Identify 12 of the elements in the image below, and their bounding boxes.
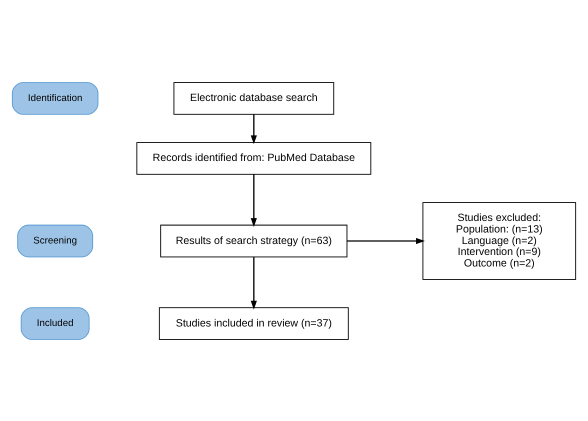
arrow — [250, 256, 257, 310]
node-box: Identification — [12, 82, 98, 114]
node-box: Electronic database search — [173, 82, 334, 114]
node-box: Results of search strategy (n=63) — [160, 224, 348, 257]
arrow — [347, 237, 425, 244]
arrow — [250, 174, 257, 227]
node-box: Records identified from: PubMed Database — [136, 142, 372, 174]
arrow — [250, 114, 257, 144]
node-box: Studies excluded: Population: (n=13) Language (n=2) Intervention (n=9) Outcome (n=2) — [422, 202, 576, 280]
node-box: Included — [20, 306, 90, 340]
node-box: Studies included in review (n=37) — [158, 306, 349, 340]
node-box: Screening — [17, 224, 94, 257]
